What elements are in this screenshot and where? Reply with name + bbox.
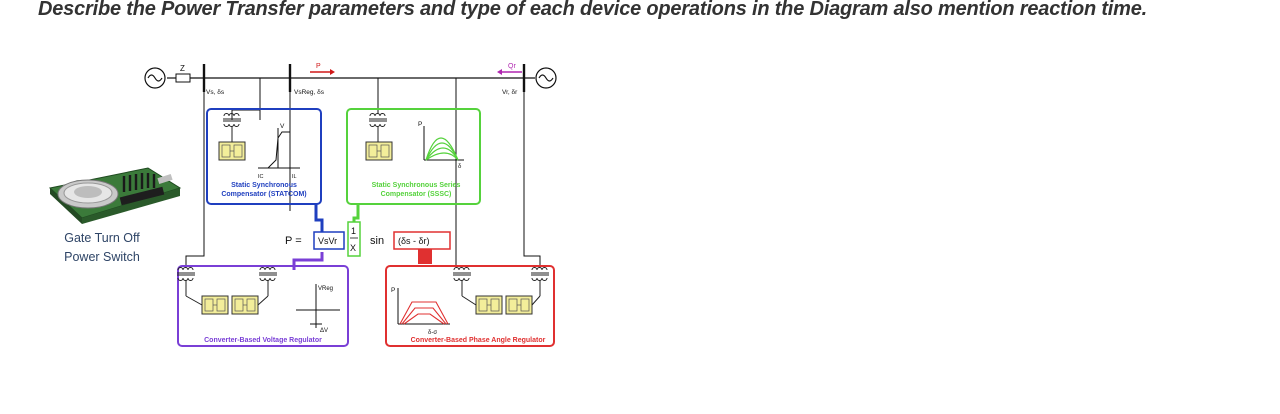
sssc-block: P δ Static Synchronous Series Compensato…: [346, 108, 481, 205]
question-text: Describe the Power Transfer parameters a…: [38, 0, 1148, 20]
statcom-block: V IC IL Static Synchronous Compensator (…: [206, 108, 322, 205]
equation-x: X: [350, 243, 356, 253]
statcom-title-1: Static Synchronous: [231, 182, 297, 189]
impedance-z: [175, 73, 191, 83]
power-q-label: Qr: [508, 63, 516, 70]
power-q-arrow: [497, 69, 522, 75]
phase-angle-regulator-title: Converter-Based Phase Angle Regulator: [411, 337, 546, 344]
feeder-lines: [185, 78, 541, 268]
vreg-axis-dv: ΔV: [320, 328, 328, 334]
gto-caption-line2: Power Switch: [64, 250, 140, 264]
phase-angle-regulator-block: P δ-σ Converter-Based Phase Angle Regula…: [385, 265, 555, 347]
statcom-axis-il: IL: [292, 174, 297, 180]
bus-left-label: Vs, δs: [206, 89, 225, 96]
sssc-axis-p: P: [418, 121, 422, 128]
bus-right-label: Vr, δr: [502, 89, 518, 96]
statcom-axis-ic: IC: [258, 174, 264, 180]
impedance-label: Z: [180, 64, 185, 73]
voltage-regulator-block: VReg ΔV Converter-Based Voltage Regulato…: [176, 265, 349, 347]
vreg-axis-label: VReg: [318, 286, 333, 292]
sssc-title-2: Compensator (SSSC): [381, 191, 452, 198]
power-equation: P = VsVr 1 X sin (δs - δr): [285, 221, 451, 257]
par-axis-p: P: [391, 287, 395, 294]
facts-diagram: Z Vs, δs VsReg, δs Vr, δr P Qr: [144, 63, 557, 347]
bus-mid-label: VsReg, δs: [294, 89, 325, 96]
power-p-arrow: [310, 69, 335, 75]
equation-vsvr: VsVr: [318, 236, 337, 246]
equation-sin: sin: [370, 235, 384, 247]
equation-p: P =: [285, 235, 302, 247]
sssc-title-1: Static Synchronous Series: [372, 182, 461, 189]
par-axis-delta: δ-σ: [428, 330, 437, 336]
gto-caption-line1: Gate Turn Off: [64, 231, 140, 245]
power-p-label: P: [316, 63, 321, 70]
equation-delta-diff: (δs - δr): [398, 236, 430, 246]
right-source-icon: [535, 67, 557, 89]
gto-caption: Gate Turn Off Power Switch: [50, 229, 154, 267]
statcom-axis-v: V: [280, 123, 285, 130]
sssc-axis-delta: δ: [458, 164, 462, 170]
voltage-regulator-title: Converter-Based Voltage Regulator: [204, 337, 322, 344]
gto-switch-photo: [48, 167, 182, 224]
left-source-icon: [144, 67, 166, 89]
equation-one: 1: [351, 226, 356, 236]
statcom-title-2: Compensator (STATCOM): [221, 191, 306, 198]
